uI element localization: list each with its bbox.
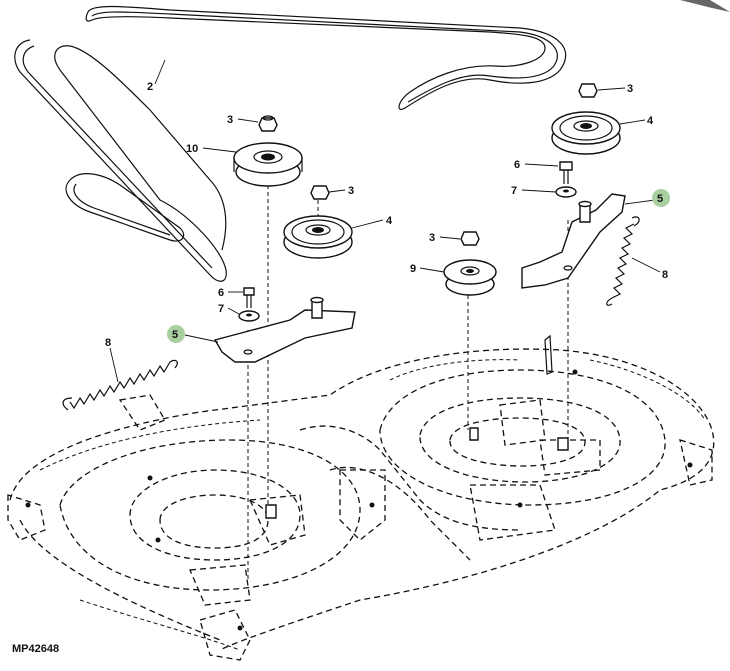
deck-hole bbox=[687, 462, 693, 468]
callout-nut-mid: 3 bbox=[348, 185, 354, 197]
mower-deck bbox=[7, 334, 715, 661]
nut-right-mid bbox=[460, 231, 480, 246]
drive-belt bbox=[14, 5, 567, 282]
leader-lines bbox=[109, 59, 661, 383]
callout-spring-left: 8 bbox=[105, 337, 111, 349]
idler-pulley-v-left bbox=[283, 215, 353, 259]
callout-spring-right: 8 bbox=[662, 269, 668, 281]
deck-hole bbox=[237, 625, 243, 631]
callout-arm-left: 5 bbox=[172, 329, 178, 341]
tension-spring-left bbox=[62, 359, 178, 411]
idler-pulley-flat-left bbox=[233, 142, 303, 187]
deck-hole bbox=[517, 502, 523, 508]
callout-nut-left: 3 bbox=[227, 114, 233, 126]
callout-washer-left: 7 bbox=[218, 303, 224, 315]
deck-hole bbox=[25, 502, 31, 508]
deck-hole bbox=[147, 475, 153, 481]
page-corner-mark bbox=[680, 0, 730, 12]
callout-washer-right: 7 bbox=[511, 185, 517, 197]
callout-bolt-right: 6 bbox=[514, 159, 520, 171]
callout-pulley-v-right: 4 bbox=[647, 115, 654, 127]
idler-arm-left bbox=[213, 296, 356, 363]
callout-arm-right: 5 bbox=[657, 193, 663, 205]
nut-right-top bbox=[578, 83, 598, 98]
idler-pulley-v-right bbox=[551, 111, 621, 155]
callout-nut-right-top: 3 bbox=[627, 83, 633, 95]
callout-pulley-v-left: 4 bbox=[386, 215, 393, 227]
highlight-arm-right bbox=[652, 189, 670, 207]
callout-bolt-left: 6 bbox=[218, 287, 224, 299]
deck-hole bbox=[369, 502, 375, 508]
callout-belt: 2 bbox=[147, 81, 153, 93]
nut-left bbox=[258, 115, 278, 132]
highlight-arm-left bbox=[167, 325, 185, 343]
bolt-right bbox=[559, 161, 573, 184]
callout-pulley-flat-right: 9 bbox=[410, 263, 416, 275]
tension-spring-right bbox=[606, 216, 640, 306]
washer-right bbox=[555, 186, 577, 198]
idler-arm-right bbox=[521, 193, 626, 289]
figure-reference-code: MP42648 bbox=[12, 643, 59, 655]
nut-mid bbox=[310, 185, 330, 200]
idler-pulley-flat-right bbox=[443, 259, 497, 296]
deck-hole bbox=[155, 537, 161, 543]
washer-left bbox=[238, 310, 260, 322]
deck-hole bbox=[572, 369, 578, 375]
callout-nut-right-mid: 3 bbox=[429, 232, 435, 244]
callout-pulley-flat-left: 10 bbox=[186, 143, 198, 155]
bolt-left bbox=[243, 287, 255, 308]
